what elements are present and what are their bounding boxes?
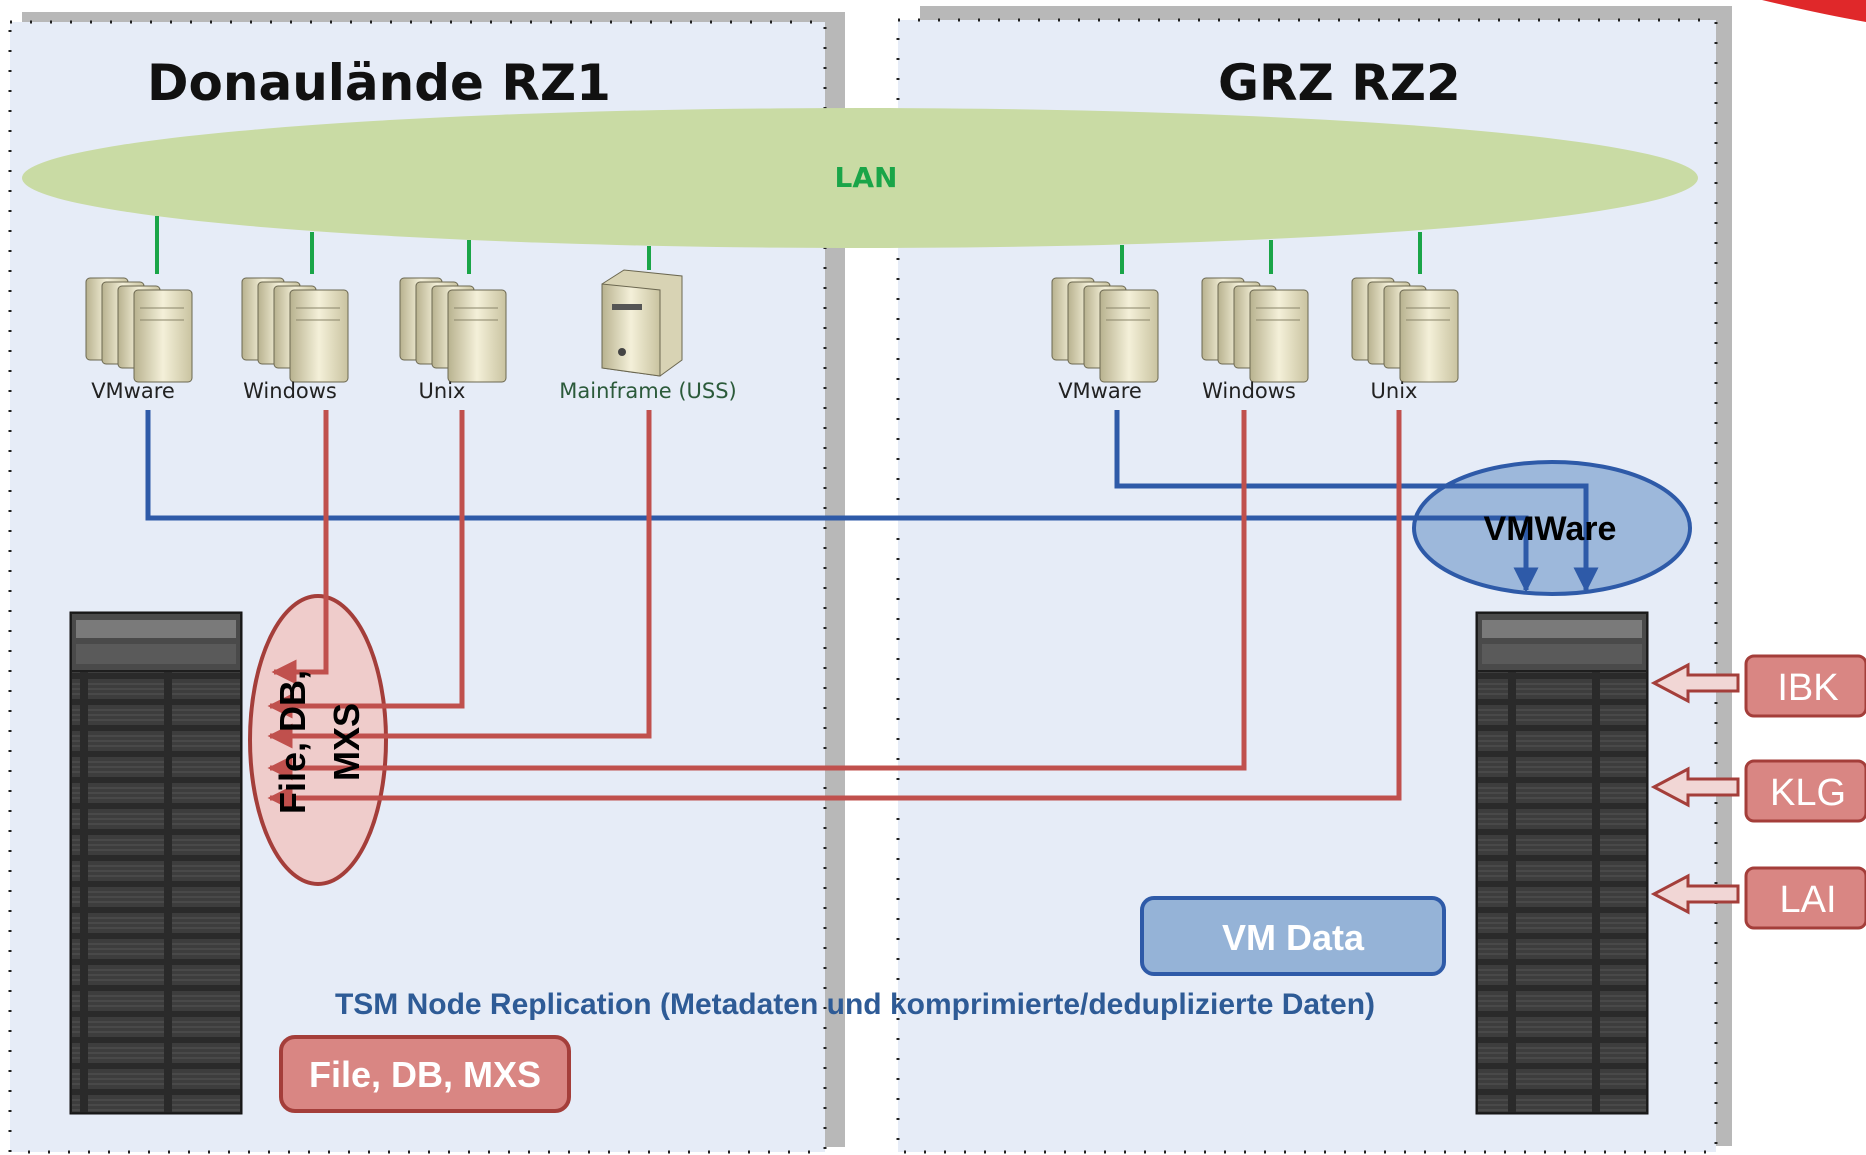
site-title-rz2: GRZ RZ2	[1218, 54, 1461, 112]
server-label-rz2-windows: Windows	[1202, 379, 1296, 403]
server-label-rz1-windows: Windows	[243, 379, 337, 403]
side-site-label: KLG	[1770, 772, 1846, 814]
single-server-icon	[601, 269, 683, 377]
server-label-rz1-mainframe: Mainframe (USS)	[559, 379, 737, 403]
server-cluster-icon	[85, 277, 193, 383]
side-site-klg: KLG	[1650, 759, 1866, 823]
side-site-lai: LAI	[1650, 866, 1866, 930]
server-cluster-icon	[399, 277, 507, 383]
server-cluster-icon	[1051, 277, 1159, 383]
server-cluster-icon	[1351, 277, 1459, 383]
server-label-rz2-unix: Unix	[1371, 379, 1418, 403]
file-db-backup-lines	[267, 410, 1402, 811]
replication-caption: TSM Node Replication (Metadaten und komp…	[335, 988, 1375, 1021]
lan-links	[155, 216, 1422, 274]
side-site-ibk: IBK	[1650, 654, 1866, 718]
ellipse-label-line1: File, DB,	[272, 670, 313, 814]
vm-data-box-label: VM Data	[1222, 917, 1365, 958]
storage-rack-rz1	[69, 611, 243, 1115]
server-label-rz1-unix: Unix	[419, 379, 466, 403]
corner-accent	[1762, 0, 1866, 22]
file-db-mxs-box-label: File, DB, MXS	[309, 1054, 541, 1095]
side-site-label: IBK	[1777, 667, 1838, 709]
server-label-rz1-vmware: VMware	[91, 379, 175, 403]
file-db-mxs-ellipse-label: File, DB, MXS	[272, 670, 367, 814]
server-label-rz2-vmware: VMware	[1058, 379, 1142, 403]
ellipse-label-line2: MXS	[326, 703, 367, 781]
vmware-ellipse	[1412, 460, 1692, 596]
server-cluster-icon	[1201, 277, 1309, 383]
lan-cloud	[22, 108, 1698, 248]
storage-rack-rz2	[1475, 611, 1649, 1115]
vmware-ellipse-label: VMWare	[1484, 510, 1617, 548]
vmware-backup-lines	[145, 410, 1599, 593]
vm-data-box: VM Data	[1140, 896, 1446, 976]
side-site-label: LAI	[1779, 879, 1836, 921]
lan-label: LAN	[835, 161, 898, 194]
server-cluster-icon	[241, 277, 349, 383]
file-db-mxs-box: File, DB, MXS	[279, 1035, 571, 1113]
site-title-rz1: Donaulände RZ1	[147, 54, 611, 112]
